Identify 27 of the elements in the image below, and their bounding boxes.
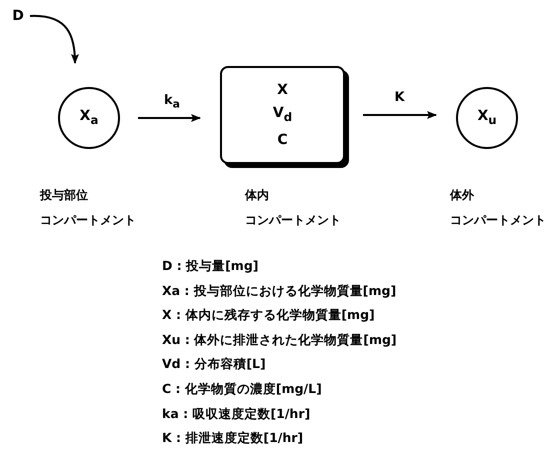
arrow <box>363 111 437 119</box>
definition-text: K : 排泄速度定数[1/hr] <box>162 430 304 448</box>
compartment-caption: コンパートメント <box>40 212 136 229</box>
compartment-circle <box>58 87 120 149</box>
definition-text: Vd : 分布容積[L] <box>162 356 266 374</box>
definition-text: C : 化学物質の濃度[mg/L] <box>162 381 322 398</box>
symbol-label: X$_{u}$ <box>477 109 497 127</box>
compartment-circle <box>456 87 518 149</box>
rate-constant-label: k$_{a}$ <box>162 94 182 110</box>
definition-text: X : 体内に残存する化学物質量[mg] <box>162 307 375 324</box>
symbol-label: X <box>277 83 288 98</box>
arrow <box>138 114 201 122</box>
compartment-caption: コンパートメント <box>450 212 546 229</box>
compartment-caption: 投与部位 <box>40 187 88 204</box>
arrow <box>30 15 79 64</box>
compartment-caption: 体内 <box>245 187 269 204</box>
dose-label: D <box>12 9 24 23</box>
compartment-caption: 体外 <box>450 187 474 204</box>
definition-text: Xa : 投与部位における化学物質量[mg] <box>162 282 396 300</box>
definition-text: ka : 吸収速度定数[1/hr] <box>162 406 310 423</box>
symbol-label: V$_{d}$ <box>272 106 292 124</box>
rate-constant-label: K <box>392 91 407 104</box>
symbol-label: X$_{a}$ <box>80 109 98 127</box>
definition-text: Xu : 体外に排泄された化学物質量[mg] <box>162 332 397 349</box>
compartment-caption: コンパートメント <box>245 212 341 229</box>
symbol-label: C <box>277 132 288 147</box>
definition-text: D : 投与量[mg] <box>162 258 258 275</box>
